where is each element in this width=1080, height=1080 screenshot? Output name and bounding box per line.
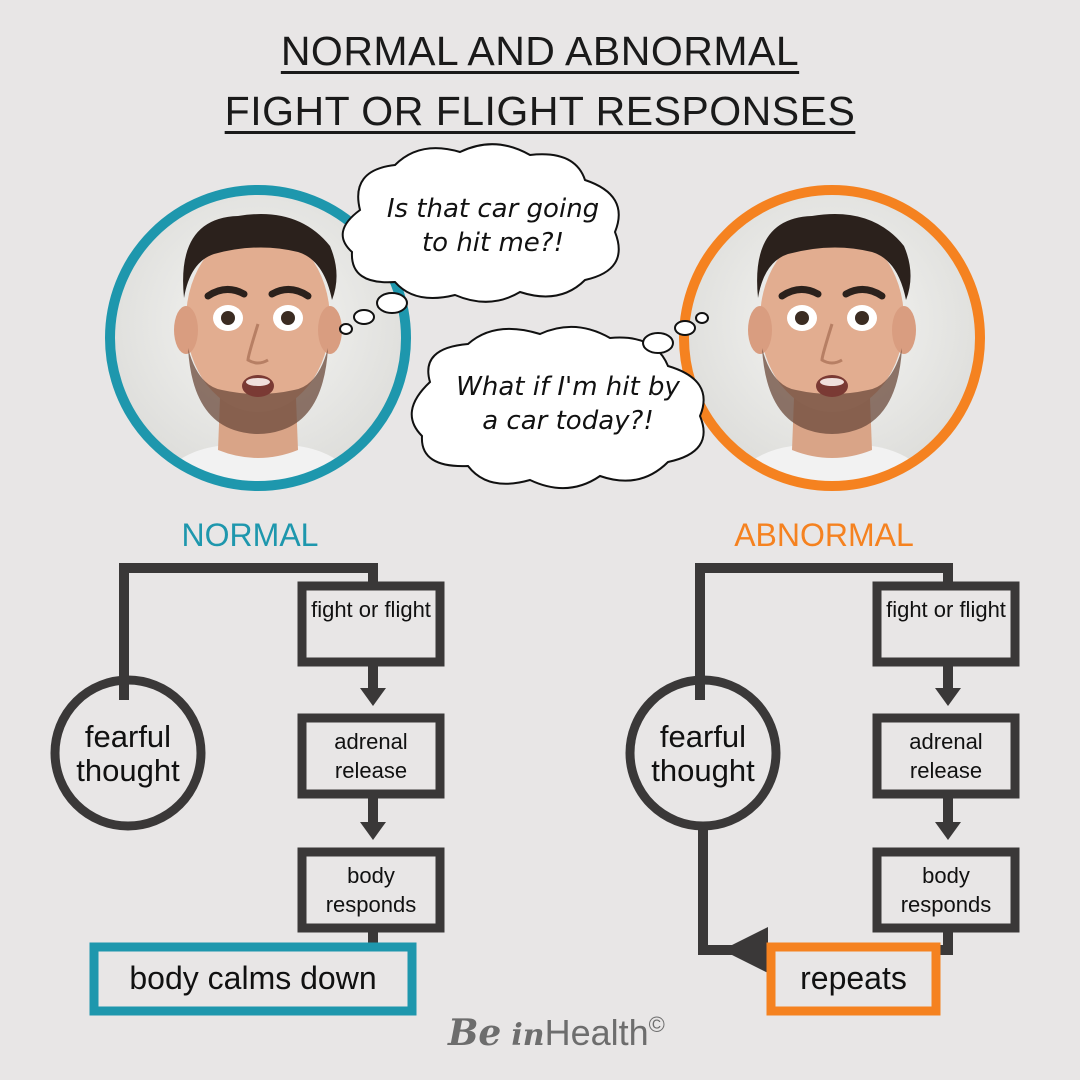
normal-step-1-text: fight or flight (311, 597, 431, 622)
abnormal-portrait (679, 185, 985, 491)
normal-portrait (105, 185, 411, 491)
abnormal-step-2-text: adrenal release (909, 729, 983, 783)
brand-be: Be (448, 1012, 502, 1054)
normal-outcome-box (89, 942, 417, 1016)
brand-health: Health (544, 1012, 649, 1053)
normal-thought-bubble (339, 143, 620, 335)
title-line-1: NORMAL AND ABNORMAL (280, 28, 800, 74)
title-line-2: FIGHT OR FLIGHT RESPONSES (224, 88, 856, 134)
normal-step-2-text: adrenal release (334, 729, 408, 783)
abnormal-outcome-box (766, 942, 941, 1016)
abnormal-thought-bubble (410, 312, 709, 490)
brand-in: in (511, 1018, 545, 1053)
abnormal-step-1-text: fight or flight (886, 597, 1006, 622)
abnormal-circle-text: fearful thought (651, 719, 755, 788)
abnormal-flow (625, 563, 1020, 973)
normal-fearful-thought-circle (50, 675, 206, 831)
abnormal-thought-text: What if I'm hit by a car today?! (456, 372, 680, 436)
normal-flow (50, 563, 445, 948)
normal-thought-text: Is that car going to hit me?! (386, 194, 600, 258)
abnormal-label: ABNORMAL (734, 517, 914, 553)
abnormal-outcome-text: repeats (800, 960, 907, 996)
brand-logo: Be inHealth© (448, 1012, 665, 1054)
normal-circle-text: fearful thought (76, 719, 180, 788)
normal-outcome-text: body calms down (129, 960, 377, 996)
copyright-symbol: © (648, 1012, 665, 1037)
abnormal-step-3-text: body responds (900, 863, 992, 917)
normal-step-3-text: body responds (325, 863, 417, 917)
normal-label: NORMAL (181, 517, 319, 553)
